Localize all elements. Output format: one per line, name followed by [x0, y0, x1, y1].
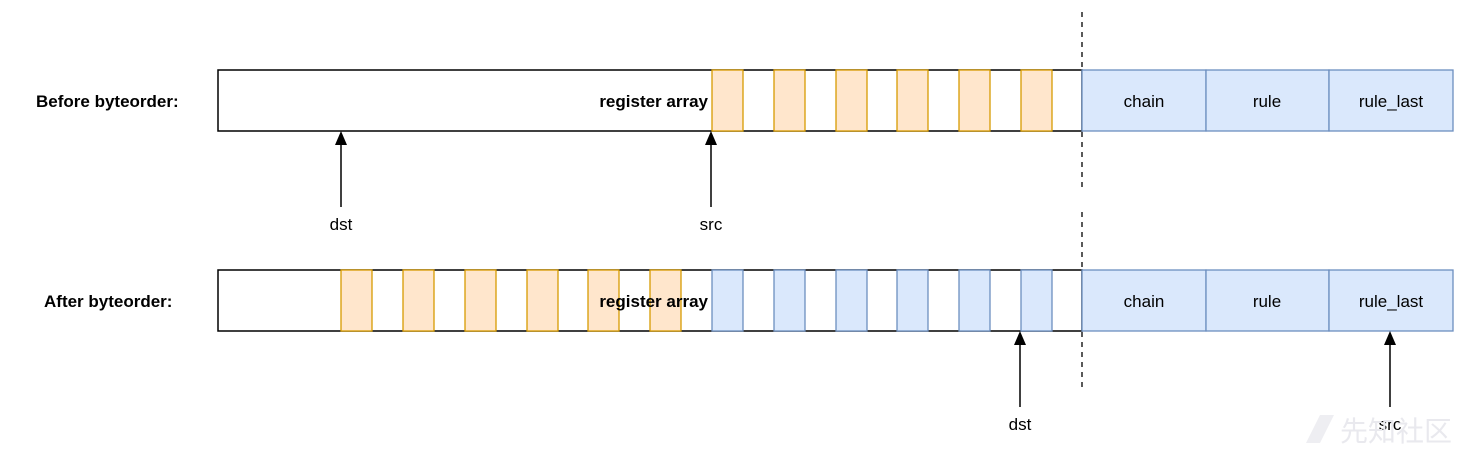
blue-slot [711, 269, 744, 332]
orange-slot [587, 269, 620, 332]
orange-slot [402, 269, 435, 332]
blue-slot [1020, 269, 1053, 332]
blue-slot [958, 269, 991, 332]
orange-slot [464, 269, 497, 332]
struct-label-rule: rule [1253, 292, 1281, 311]
dst-arrowhead [1014, 331, 1026, 345]
orange-slot [1020, 69, 1053, 132]
register-array-label: register array [599, 92, 708, 111]
row-before: Before byteorder: register array chain r… [36, 69, 1454, 234]
row-label-before: Before byteorder: [36, 92, 179, 111]
orange-slot [896, 69, 929, 132]
orange-slot [773, 69, 806, 132]
struct-label-chain: chain [1124, 92, 1165, 111]
struct-cell-rule-last [1328, 269, 1454, 332]
struct-label-chain: chain [1124, 292, 1165, 311]
blue-slot [773, 269, 806, 332]
row-after: After byteorder: register array chain ru… [44, 269, 1454, 434]
register-array-box [217, 69, 1083, 132]
blue-slot [896, 269, 929, 332]
orange-slot [835, 69, 868, 132]
struct-label-rule-last: rule_last [1359, 92, 1424, 111]
register-array-label: register array [599, 292, 708, 311]
src-label: src [700, 215, 723, 234]
src-arrowhead [705, 131, 717, 145]
watermark: 先知社区 [1306, 415, 1452, 448]
struct-label-rule: rule [1253, 92, 1281, 111]
blue-slot [835, 269, 868, 332]
dst-arrowhead [335, 131, 347, 145]
src-arrowhead [1384, 331, 1396, 345]
struct-cell-rule [1205, 69, 1330, 132]
orange-slot [340, 269, 373, 332]
struct-label-rule-last: rule_last [1359, 292, 1424, 311]
orange-slot [649, 269, 682, 332]
orange-slot [711, 69, 744, 132]
dst-label: dst [1009, 415, 1032, 434]
orange-slot [958, 69, 991, 132]
struct-cell-rule [1205, 269, 1330, 332]
watermark-text: 先知社区 [1340, 415, 1452, 448]
orange-slot [526, 269, 559, 332]
row-label-after: After byteorder: [44, 292, 172, 311]
watermark-logo-icon [1306, 415, 1334, 443]
struct-cell-rule-last [1328, 69, 1454, 132]
src-label: src [1379, 415, 1402, 434]
struct-cell-chain [1081, 69, 1207, 132]
dst-label: dst [330, 215, 353, 234]
